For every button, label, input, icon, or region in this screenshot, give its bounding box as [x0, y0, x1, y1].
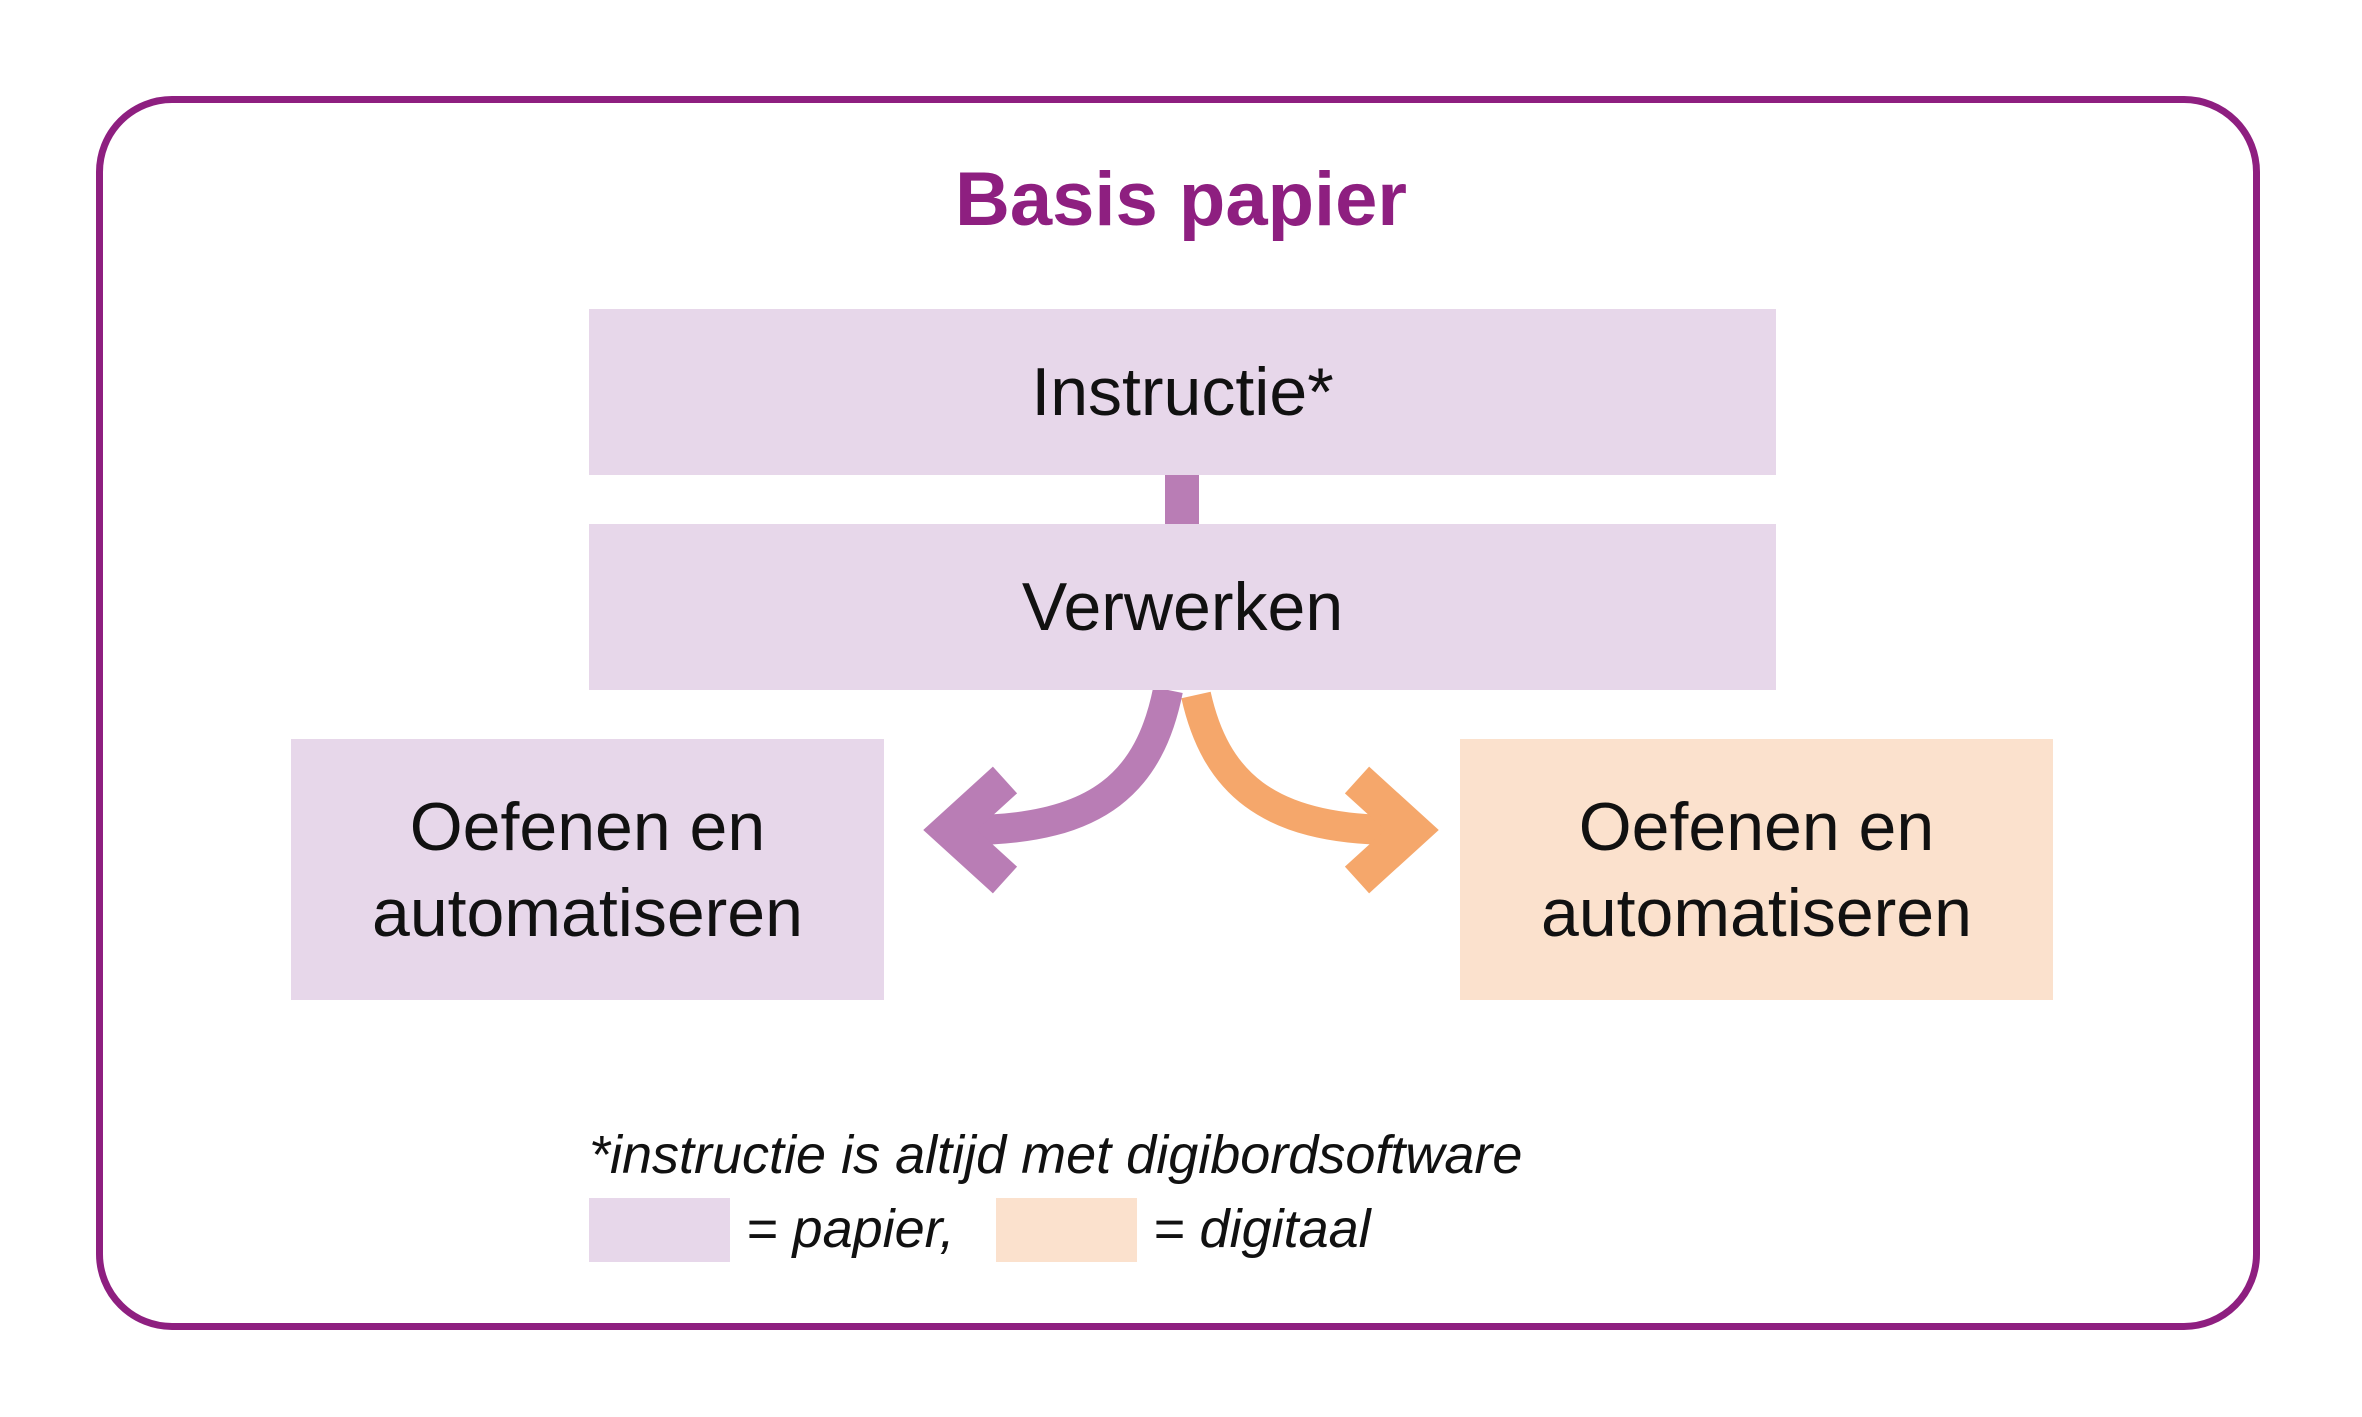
verwerken-box: Verwerken — [589, 524, 1776, 690]
legend-digital-swatch — [996, 1198, 1137, 1262]
diagram-title: Basis papier — [955, 157, 1407, 242]
instructie-box: Instructie* — [589, 309, 1776, 475]
diagram-frame — [96, 96, 2260, 1330]
verwerken-label: Verwerken — [1021, 569, 1344, 645]
right-curved-arrow — [1181, 691, 1396, 845]
right-arrow-head — [1344, 766, 1439, 894]
footnote: *instructie is altijd met digibordsoftwa… — [589, 1125, 1523, 1185]
legend-digital-label: = digitaal — [1153, 1199, 1371, 1259]
left-arrow-head — [923, 766, 1018, 894]
instructie-label: Instructie* — [1031, 354, 1334, 430]
oefenen-paper-box: Oefenen en automatiseren — [291, 739, 884, 1000]
oefenen-digital-label: Oefenen en automatiseren — [1541, 788, 1972, 951]
oefenen-digital-box: Oefenen en automatiseren — [1460, 739, 2053, 1000]
legend-paper-swatch — [589, 1198, 730, 1262]
left-curved-arrow — [967, 686, 1183, 845]
instructie-verwerken-connector — [1165, 475, 1199, 524]
oefenen-paper-label: Oefenen en automatiseren — [372, 788, 803, 951]
legend-paper-label: = papier, — [746, 1199, 955, 1259]
